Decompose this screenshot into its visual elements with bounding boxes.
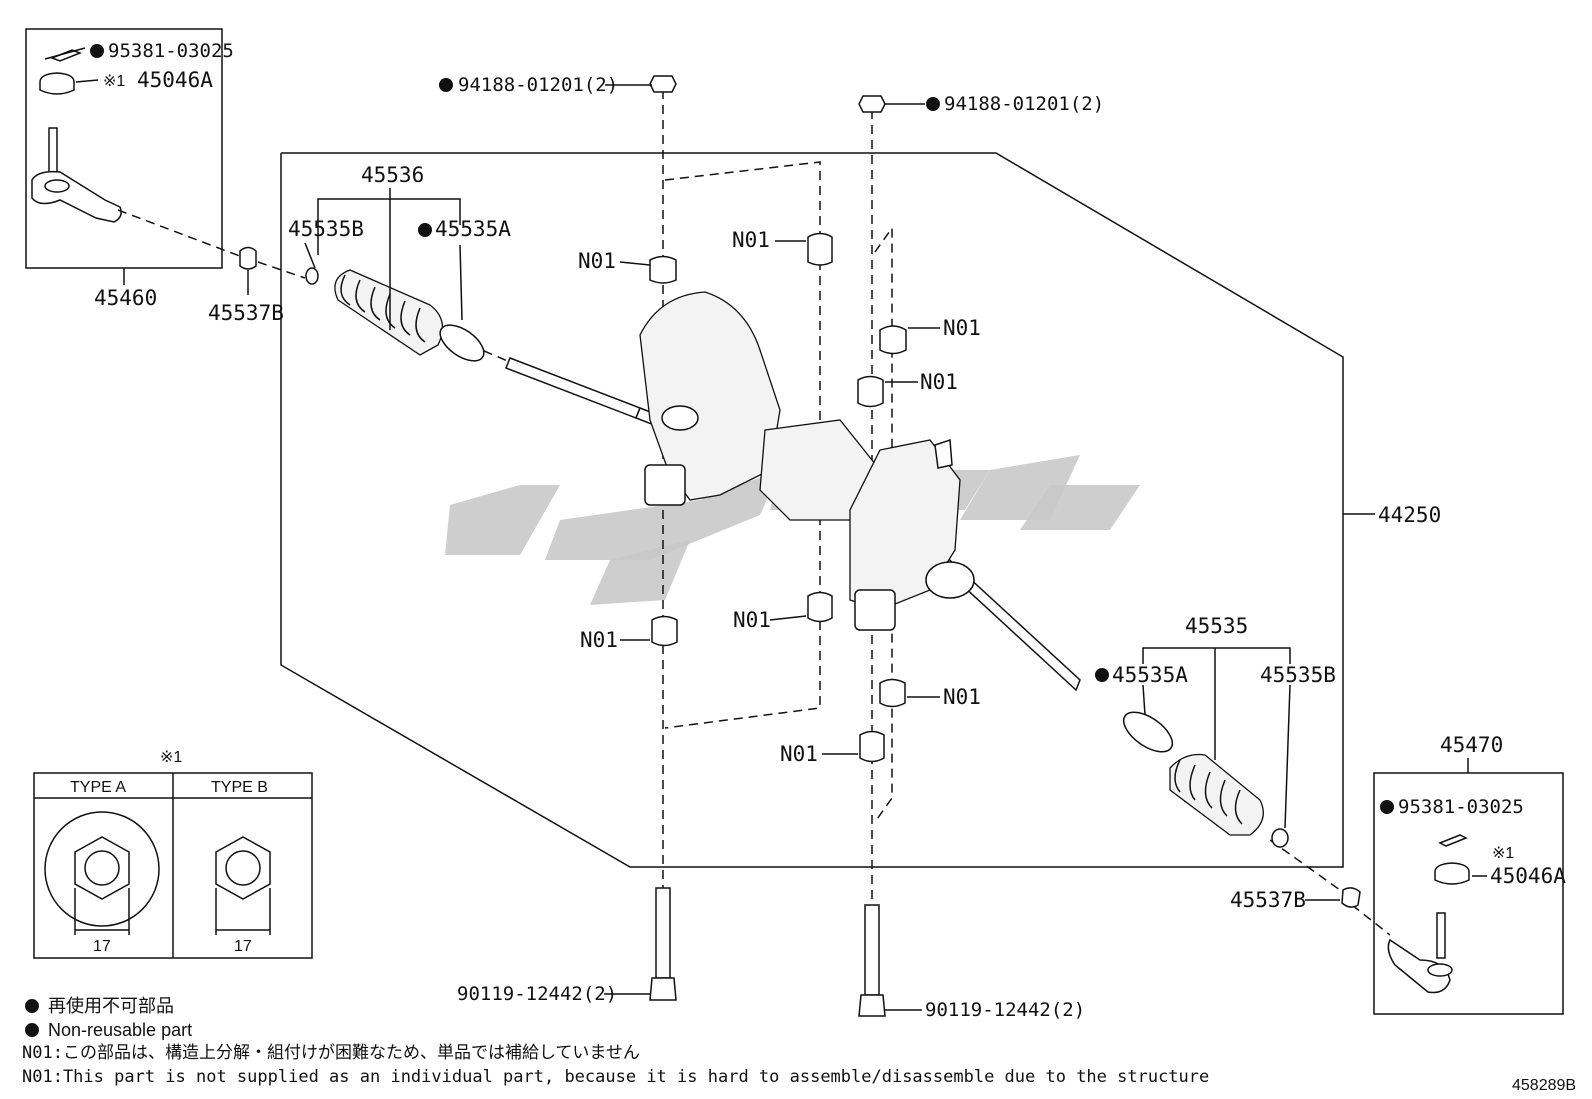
bellows-boot-icon-right	[1122, 711, 1361, 908]
figure-id: 458289B	[1512, 1077, 1576, 1094]
bushing-icon	[239, 246, 257, 270]
label-45046a-right: 45046A	[1490, 864, 1566, 888]
label-90119-left: 90119-12442(2)	[457, 983, 617, 1005]
note-n01-en: N01:This part is not supplied as an indi…	[22, 1067, 1209, 1087]
assembly-boundary	[280, 152, 1344, 868]
label-44250: 44250	[1378, 503, 1441, 527]
nut-type-table: ※1 TYPE A TYPE B 17 17	[33, 749, 313, 959]
label-n01: N01	[943, 316, 981, 340]
tie-rod-end-icon-right	[1387, 834, 1470, 994]
label-90119-right: 90119-12442(2)	[925, 999, 1085, 1021]
type-b-header: TYPE B	[211, 779, 268, 796]
bolt-icon	[649, 75, 886, 1017]
non-reusable-dot-icon	[90, 44, 104, 58]
label-45460: 45460	[94, 286, 157, 310]
label-94188-right: 94188-01201(2)	[944, 93, 1104, 115]
label-45537b-left: 45537B	[208, 301, 284, 325]
label-45535a-left: 45535A	[435, 217, 511, 241]
label-mark-right: ※1	[1492, 845, 1514, 862]
non-reusable-dot-icon	[926, 97, 940, 111]
label-n01: N01	[580, 628, 618, 652]
non-reusable-dot-icon	[439, 78, 453, 92]
note-n01-ja: N01:この部品は、構造上分解・組付けが困難なため、単品では補給していません	[22, 1043, 640, 1063]
tie-rod-end-icon	[31, 47, 122, 223]
label-mark-top: ※1	[103, 73, 125, 90]
non-reusable-dot-icon	[1380, 800, 1394, 814]
label-n01: N01	[780, 742, 818, 766]
nut-type-mark: ※1	[160, 749, 182, 766]
label-45535: 45535	[1185, 614, 1248, 638]
note-nonreusable-ja: 再使用不可部品	[48, 996, 174, 1016]
label-45535b-left: 45535B	[288, 217, 364, 241]
type-a-size: 17	[93, 938, 111, 955]
label-45537b-right: 45537B	[1230, 888, 1306, 912]
label-n01: N01	[733, 608, 771, 632]
non-reusable-dot-icon	[1095, 668, 1109, 682]
label-n01: N01	[943, 685, 981, 709]
castle-nut-icon-b	[215, 836, 271, 935]
label-45470: 45470	[1440, 733, 1503, 757]
non-reusable-dot-icon	[25, 999, 39, 1013]
label-95381-right: 95381-03025	[1398, 796, 1524, 818]
label-45535b-right: 45535B	[1260, 663, 1336, 687]
label-45046a-top: 45046A	[137, 68, 213, 92]
bushing-icon-n01	[649, 232, 907, 763]
label-45536: 45536	[361, 163, 424, 187]
label-95381-top: 95381-03025	[108, 40, 234, 62]
non-reusable-dot-icon	[25, 1023, 39, 1037]
type-a-header: TYPE A	[70, 779, 126, 796]
type-b-size: 17	[234, 938, 252, 955]
note-nonreusable-en: Non-reusable part	[48, 1020, 192, 1040]
label-45535a-right: 45535A	[1112, 663, 1188, 687]
steering-gear-housing-icon	[639, 291, 975, 631]
non-reusable-dot-icon	[418, 223, 432, 237]
bellows-boot-icon	[305, 267, 485, 362]
label-94188-left: 94188-01201(2)	[458, 74, 618, 96]
castle-nut-icon	[44, 811, 160, 935]
label-n01: N01	[578, 249, 616, 273]
label-n01: N01	[732, 228, 770, 252]
label-n01: N01	[920, 370, 958, 394]
